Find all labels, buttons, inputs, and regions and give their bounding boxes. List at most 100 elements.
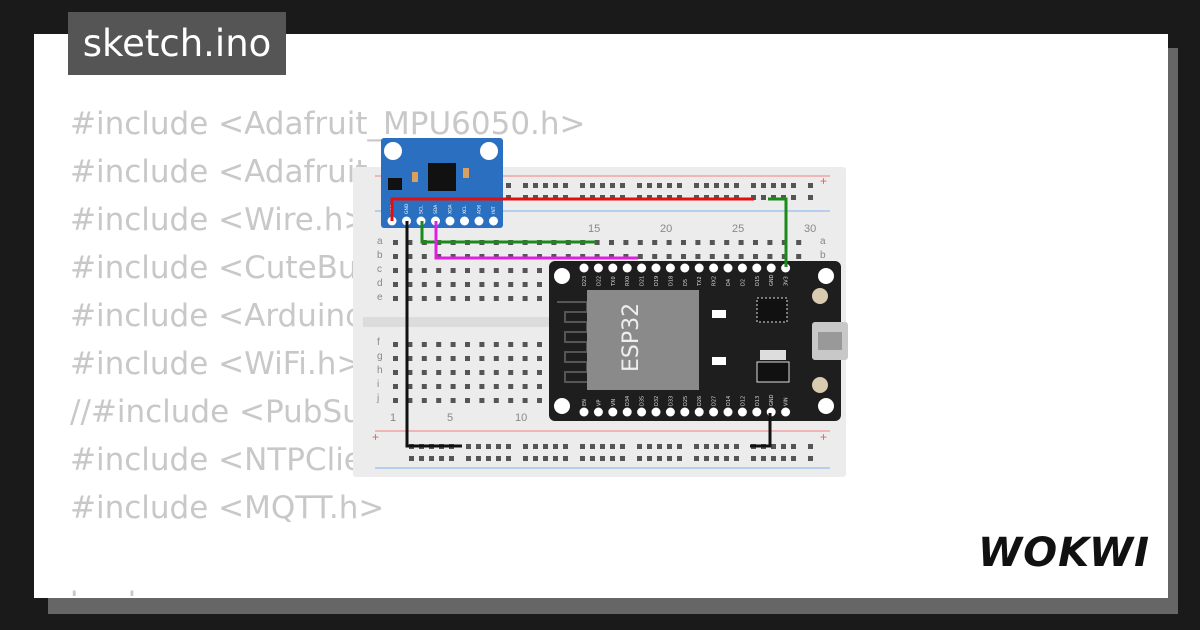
breadboard-hole[interactable] — [450, 296, 456, 301]
breadboard-hole[interactable] — [465, 384, 470, 389]
esp32-pin[interactable] — [752, 263, 762, 273]
rail-hole[interactable] — [808, 456, 813, 461]
rail-hole[interactable] — [657, 444, 662, 449]
breadboard-hole[interactable] — [666, 254, 672, 259]
esp32-pin[interactable] — [766, 263, 776, 273]
esp32-pin[interactable] — [723, 407, 733, 417]
breadboard-hole[interactable] — [537, 370, 542, 375]
breadboard-hole[interactable] — [508, 296, 514, 301]
breadboard-hole[interactable] — [407, 254, 413, 259]
rail-hole[interactable] — [657, 183, 662, 188]
breadboard-hole[interactable] — [465, 398, 470, 403]
esp32-pin[interactable] — [665, 263, 675, 273]
breadboard-hole[interactable] — [393, 342, 398, 347]
breadboard-hole[interactable] — [767, 240, 773, 245]
breadboard-hole[interactable] — [781, 254, 787, 259]
breadboard-hole[interactable] — [522, 282, 528, 287]
breadboard-hole[interactable] — [421, 356, 427, 361]
breadboard-hole[interactable] — [508, 384, 514, 389]
esp32-pin[interactable] — [622, 263, 632, 273]
breadboard-hole[interactable] — [493, 384, 499, 389]
rail-hole[interactable] — [734, 183, 739, 188]
rail-hole[interactable] — [714, 444, 719, 449]
breadboard-hole[interactable] — [493, 342, 499, 347]
breadboard-hole[interactable] — [637, 240, 643, 245]
rail-hole[interactable] — [647, 456, 652, 461]
rail-hole[interactable] — [590, 183, 595, 188]
breadboard-hole[interactable] — [522, 296, 528, 301]
rail-hole[interactable] — [496, 444, 501, 449]
wire-sda-magenta[interactable] — [434, 221, 638, 260]
breadboard-hole[interactable] — [522, 370, 528, 375]
breadboard-hole[interactable] — [652, 254, 658, 259]
breadboard-hole[interactable] — [393, 254, 398, 259]
rail-hole[interactable] — [677, 183, 682, 188]
rail-hole[interactable] — [620, 456, 625, 461]
breadboard-hole[interactable] — [465, 370, 470, 375]
rail-hole[interactable] — [704, 183, 709, 188]
rail-hole[interactable] — [580, 456, 585, 461]
rail-hole[interactable] — [600, 183, 605, 188]
breadboard-hole[interactable] — [738, 240, 744, 245]
rail-hole[interactable] — [543, 444, 548, 449]
breadboard-hole[interactable] — [436, 296, 442, 301]
esp32-pin[interactable] — [709, 407, 719, 417]
rail-hole[interactable] — [533, 444, 538, 449]
esp32-pin[interactable] — [608, 407, 618, 417]
esp32-pin[interactable] — [622, 407, 632, 417]
breadboard-hole[interactable] — [796, 240, 802, 245]
rail-hole[interactable] — [563, 183, 568, 188]
breadboard-hole[interactable] — [421, 370, 427, 375]
rail-hole[interactable] — [533, 456, 538, 461]
breadboard-hole[interactable] — [450, 356, 456, 361]
breadboard-hole[interactable] — [479, 342, 485, 347]
rail-hole[interactable] — [647, 183, 652, 188]
rail-hole[interactable] — [694, 456, 699, 461]
breadboard-hole[interactable] — [393, 370, 398, 375]
rail-hole[interactable] — [600, 444, 605, 449]
breadboard-hole[interactable] — [623, 240, 629, 245]
mpu6050-pin[interactable] — [445, 216, 455, 226]
breadboard-hole[interactable] — [681, 240, 686, 245]
breadboard-hole[interactable] — [537, 342, 542, 347]
rail-hole[interactable] — [553, 456, 558, 461]
breadboard-hole[interactable] — [465, 356, 470, 361]
breadboard-hole[interactable] — [781, 240, 787, 245]
rail-hole[interactable] — [667, 183, 672, 188]
rail-hole[interactable] — [808, 444, 813, 449]
breadboard-hole[interactable] — [421, 268, 427, 273]
rail-hole[interactable] — [533, 183, 538, 188]
esp32-pin[interactable] — [593, 263, 603, 273]
breadboard-hole[interactable] — [407, 268, 413, 273]
rail-hole[interactable] — [724, 456, 729, 461]
rail-hole[interactable] — [523, 456, 528, 461]
esp32-pin[interactable] — [637, 263, 647, 273]
rail-hole[interactable] — [677, 444, 682, 449]
wire-scl-green[interactable] — [420, 221, 596, 244]
breadboard-hole[interactable] — [709, 240, 715, 245]
breadboard-hole[interactable] — [652, 240, 658, 245]
rail-hole[interactable] — [781, 444, 786, 449]
rail-hole[interactable] — [724, 183, 729, 188]
breadboard-hole[interactable] — [522, 398, 528, 403]
breadboard-hole[interactable] — [724, 240, 730, 245]
breadboard-hole[interactable] — [493, 282, 499, 287]
rail-hole[interactable] — [523, 183, 528, 188]
rail-hole[interactable] — [734, 456, 739, 461]
breadboard-hole[interactable] — [681, 254, 686, 259]
breadboard-hole[interactable] — [450, 342, 456, 347]
rail-hole[interactable] — [771, 456, 776, 461]
rail-hole[interactable] — [657, 456, 662, 461]
rail-hole[interactable] — [496, 456, 501, 461]
breadboard-hole[interactable] — [450, 370, 456, 375]
breadboard-hole[interactable] — [465, 342, 470, 347]
breadboard-hole[interactable] — [436, 342, 442, 347]
rail-hole[interactable] — [466, 444, 471, 449]
breadboard-hole[interactable] — [479, 398, 485, 403]
breadboard-hole[interactable] — [407, 398, 413, 403]
breadboard-hole[interactable] — [393, 398, 398, 403]
breadboard-hole[interactable] — [594, 240, 600, 245]
rail-hole[interactable] — [677, 456, 682, 461]
rail-hole[interactable] — [409, 456, 414, 461]
rail-hole[interactable] — [590, 444, 595, 449]
